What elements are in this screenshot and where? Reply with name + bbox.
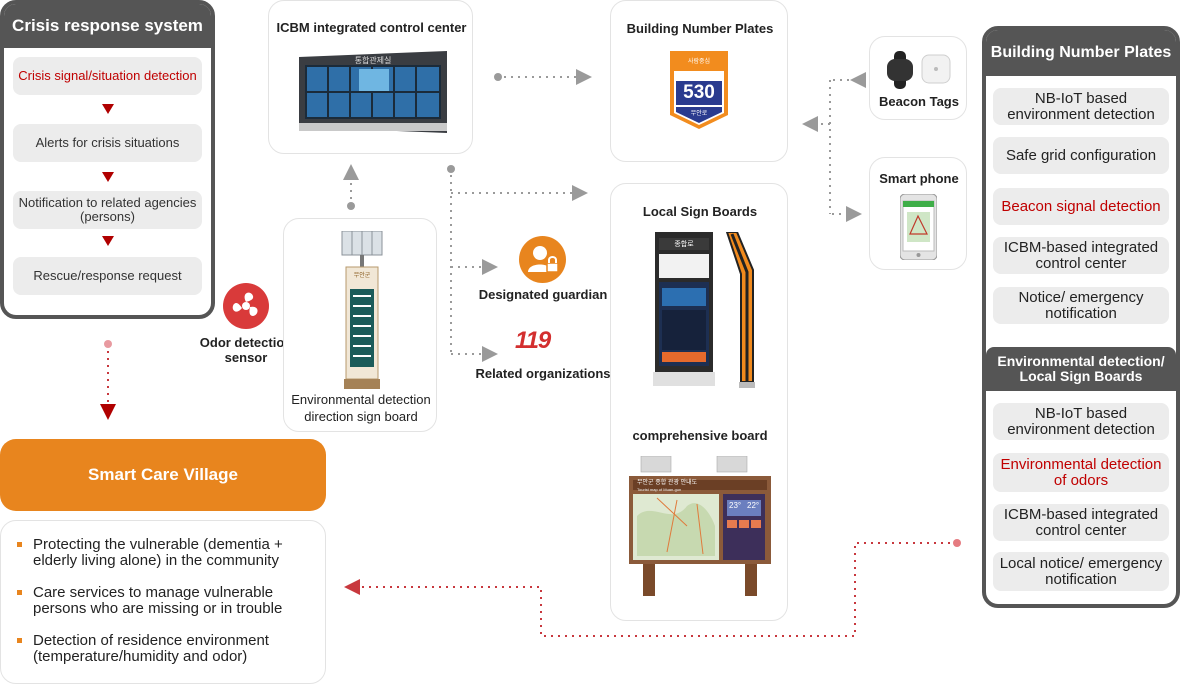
- crisis-response-title: Crisis response system: [4, 4, 211, 48]
- weather-temp-1: 23°: [729, 501, 742, 510]
- map-title: 무안군 종합 관광 안내도: [637, 480, 698, 486]
- kiosk-top-text: 종합로: [674, 241, 694, 248]
- smart-phone-card: Smart phone: [869, 157, 967, 270]
- crisis-step-notification: Notification to related agencies (person…: [13, 191, 202, 229]
- control-room-image: 통합관제실: [299, 51, 447, 133]
- feature-odor-detection: Environmental detection of odors: [993, 453, 1169, 492]
- guardian-label: Designated guardian: [478, 287, 608, 302]
- step-arrow-3: [102, 236, 114, 246]
- smart-care-title: Smart Care Village: [88, 465, 238, 484]
- smart-care-banner: Smart Care Village: [0, 439, 326, 511]
- smart-care-benefits: Protecting the vulnerable (dementia + el…: [0, 520, 326, 684]
- comprehensive-board-label: comprehensive board: [632, 428, 768, 443]
- feature-notice-plates: Notice/ emergency notification: [993, 287, 1169, 324]
- plate-subtext: 무안로: [690, 111, 708, 117]
- feature-icbm-env: ICBM-based integrated control center: [993, 504, 1169, 541]
- arrow-bracket-beacon-phone: [802, 72, 866, 222]
- number-plates-label: Building Number Plates: [626, 21, 774, 36]
- beacon-tags-label: Beacon Tags: [879, 94, 959, 109]
- step-arrow-1: [102, 104, 114, 114]
- icbm-label: ICBM integrated control center: [276, 20, 467, 35]
- local-boards-label: Local Sign Boards: [642, 204, 758, 219]
- right-panel-title-env: Environmental detection/ Local Sign Boar…: [986, 347, 1176, 391]
- arrow-board-to-icbm: [343, 164, 359, 210]
- crisis-step-alerts: Alerts for crisis situations: [13, 124, 202, 162]
- feature-beacon-signal: Beacon signal detection: [993, 188, 1169, 225]
- env-signboard-label: Environmental detection direction sign b…: [291, 392, 431, 424]
- arrow-icbm-fanout: [447, 165, 588, 362]
- right-panel-title-plates: Building Number Plates: [986, 30, 1176, 76]
- signboard-header: 무안군: [353, 273, 371, 279]
- odor-sensor-label: Odor detection sensor: [199, 335, 293, 365]
- feature-nbiot-plates: NB-IoT based environment detection: [993, 88, 1169, 125]
- side-board-image: [723, 231, 757, 390]
- smart-phone-label: Smart phone: [879, 171, 959, 186]
- map-subtitle: Tourist map of Muan-gun: [637, 487, 682, 492]
- feature-nbiot-env: NB-IoT based environment detection: [993, 403, 1169, 440]
- beacon-tags-card: Beacon Tags: [869, 36, 967, 120]
- crisis-step-detection: Crisis signal/situation detection: [13, 57, 202, 95]
- smartphone-icon: [899, 193, 938, 261]
- crisis-step-rescue: Rescue/response request: [13, 257, 202, 295]
- number-plate-image: 사람중심 530 무안로: [668, 51, 730, 129]
- feature-safe-grid: Safe grid configuration: [993, 137, 1169, 174]
- beacon-icon: [884, 49, 954, 91]
- plate-top-text: 사람중심: [687, 59, 711, 65]
- map-board-image: 무안군 종합 관광 안내도 Tourist map of Muan-gun 23…: [627, 455, 773, 598]
- fan-icon: [223, 283, 269, 329]
- signboard-image: 무안군: [340, 230, 384, 391]
- step-arrow-2: [102, 172, 114, 182]
- arrow-right-to-care: [344, 539, 961, 637]
- arrow-icbm-to-plates: [494, 69, 592, 85]
- feature-icbm-plates: ICBM-based integrated control center: [993, 237, 1169, 274]
- control-room-sign: 통합관제실: [354, 56, 392, 65]
- number-plates-card: Building Number Plates 사람중심 530 무안로: [610, 0, 788, 162]
- emergency-119-logo: 119: [515, 327, 551, 354]
- guardian-lock-icon: [519, 236, 566, 283]
- weather-temp-2: 22°: [747, 501, 760, 510]
- plate-number: 530: [683, 82, 715, 103]
- kiosk-image: 종합로: [653, 232, 715, 390]
- icbm-card: ICBM integrated control center 통합관제실: [268, 0, 473, 154]
- related-organizations-label: Related organizations: [475, 366, 611, 381]
- feature-local-notice: Local notice/ emergency notification: [993, 552, 1169, 591]
- env-signboard-card: 무안군 Environmental detection direction si…: [283, 218, 437, 432]
- arrow-crisis-to-care: [100, 340, 116, 420]
- local-boards-card: Local Sign Boards 종합로 comprehensive boar…: [610, 183, 788, 621]
